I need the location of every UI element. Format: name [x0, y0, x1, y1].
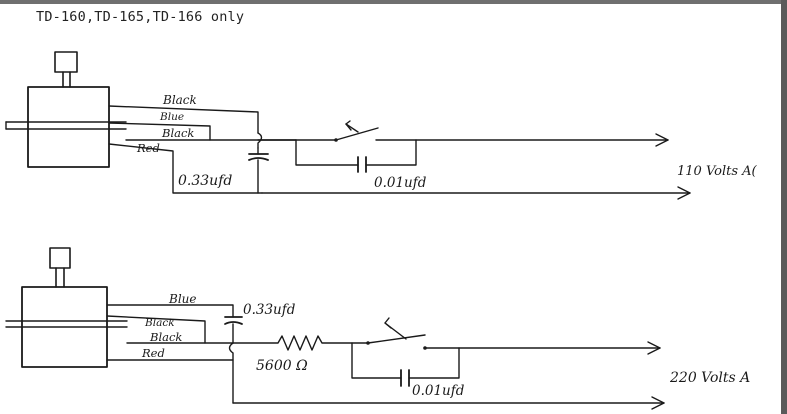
- wire-crossover-top: [257, 132, 263, 149]
- wire-crossover-bottom: [228, 342, 234, 361]
- motor-body-top: [27, 86, 110, 168]
- capacitor-033-bottom: [224, 316, 243, 344]
- label-wire-black-2-top: Black: [161, 126, 194, 140]
- capacitor-001-top: [295, 139, 417, 173]
- label-wire-black-2-bottom: Black: [149, 330, 182, 344]
- return-line-top: [261, 186, 691, 200]
- label-wire-blue-top: Blue: [159, 111, 184, 123]
- label-wire-red-bottom: Red: [141, 346, 165, 360]
- label-wire-black-1-top: Black: [162, 93, 197, 107]
- motor-shaft-bottom: [5, 320, 128, 328]
- label-capacitor-001-bottom: 0.01ufd: [412, 383, 465, 399]
- motor-knob-bottom: [49, 247, 71, 288]
- resistor-5600: [232, 335, 369, 351]
- window-top-border: [0, 0, 787, 4]
- switch-bottom: [366, 317, 661, 355]
- label-resistor-5600: 5600 Ω: [256, 358, 308, 374]
- capacitor-001-bottom: [351, 342, 460, 387]
- label-supply-110v: 110 Volts A(: [677, 164, 758, 179]
- motor-shaft-top: [5, 121, 127, 130]
- page-title: TD-160,TD-165,TD-166 only: [36, 9, 245, 25]
- wire-black-1-bottom: [106, 315, 206, 344]
- label-wire-blue-bottom: Blue: [168, 292, 197, 306]
- wire-red-bottom: [106, 359, 234, 404]
- label-capacitor-033-top: 0.33ufd: [178, 173, 232, 189]
- return-line-bottom: [232, 396, 665, 410]
- wire-black-1-top: [108, 105, 259, 134]
- capacitor-033-top: [248, 147, 269, 194]
- label-wire-red-top: Red: [136, 141, 160, 155]
- switch-top: [257, 120, 669, 147]
- diagram-110v: Black Blue Black Red 0.33ufd: [5, 51, 758, 200]
- wire-blue-top: [108, 122, 211, 141]
- label-supply-220v: 220 Volts A: [669, 370, 750, 386]
- motor-knob-top: [54, 51, 78, 88]
- wire-red-top: [108, 143, 263, 194]
- wire-blue-bottom: [106, 304, 234, 318]
- label-capacitor-033-bottom: 0.33ufd: [243, 302, 296, 318]
- label-wire-black-1-bottom: Black: [144, 317, 175, 329]
- label-capacitor-001-top: 0.01ufd: [374, 175, 427, 191]
- diagram-220v: Blue Black Black Red 0.33ufd 5600 Ω: [5, 247, 750, 410]
- window-right-border: [781, 0, 787, 414]
